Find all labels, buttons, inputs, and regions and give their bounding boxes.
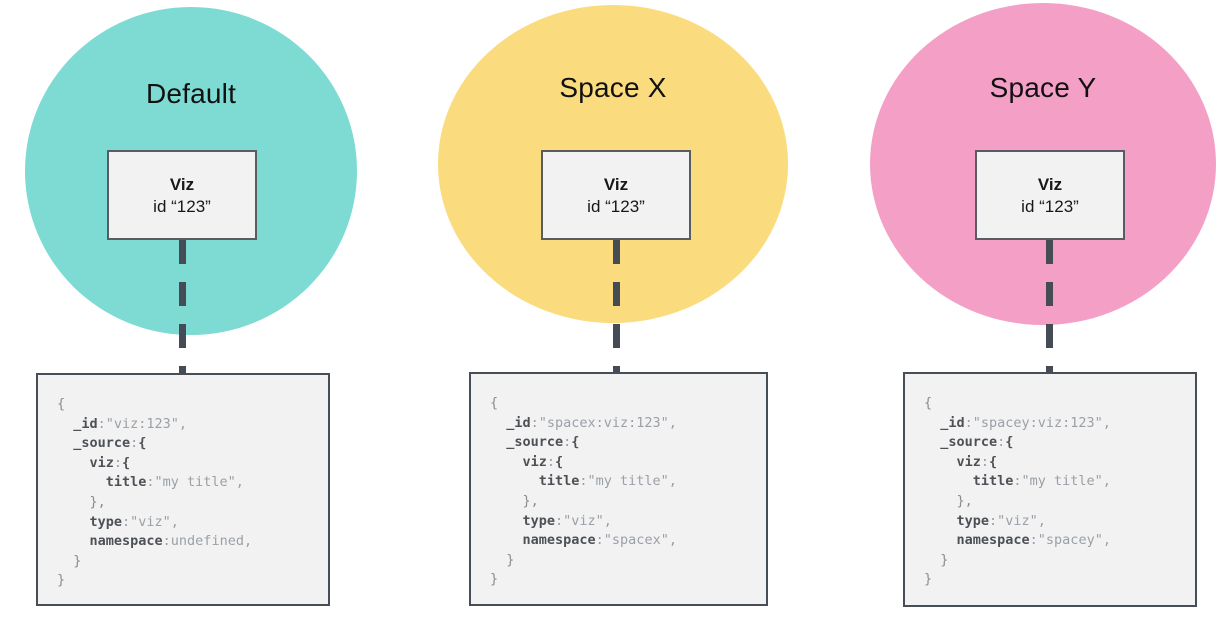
- code-line: viz:{: [57, 454, 131, 471]
- saved-object-code-box: { _id:"viz:123", _source:{ viz:{ title:"…: [36, 373, 330, 606]
- dashed-connector: [179, 240, 186, 373]
- code-line: }: [57, 552, 82, 569]
- viz-node-title: Viz: [1037, 174, 1063, 194]
- code-line: namespace:"spacey",: [924, 532, 1111, 549]
- code-line: }: [924, 551, 949, 568]
- space-title: Space Y: [989, 72, 1097, 103]
- code-line: _id:"spacex:viz:123",: [490, 414, 677, 431]
- code-line: title:"my title",: [490, 473, 677, 490]
- viz-node-id: id “123”: [1021, 196, 1079, 216]
- code-line: _source:{: [490, 434, 580, 451]
- viz-node-title: Viz: [603, 174, 629, 194]
- code-line: },: [924, 492, 973, 509]
- code-line: viz:{: [924, 453, 998, 470]
- viz-node-title: Viz: [169, 174, 195, 194]
- code-line: title:"my title",: [924, 473, 1111, 490]
- saved-object-code-box: { _id:"spacex:viz:123", _source:{ viz:{ …: [469, 372, 768, 606]
- code-line: _id:"spacey:viz:123",: [924, 414, 1111, 431]
- code-line: {: [490, 395, 499, 411]
- viz-node: Viz id “123”: [541, 150, 691, 240]
- code-line: _source:{: [57, 435, 147, 452]
- code-line: title:"my title",: [57, 474, 244, 491]
- viz-node: Viz id “123”: [107, 150, 257, 240]
- code-line: type:"viz",: [924, 512, 1046, 529]
- code-line: }: [57, 572, 66, 589]
- dashed-connector: [613, 240, 620, 372]
- code-line: type:"viz",: [490, 512, 612, 529]
- space-title: Space X: [559, 72, 667, 103]
- code-line: _source:{: [924, 434, 1014, 451]
- viz-node-id: id “123”: [153, 196, 211, 216]
- code-line: viz:{: [490, 453, 564, 470]
- saved-object-code-box: { _id:"spacey:viz:123", _source:{ viz:{ …: [903, 372, 1197, 607]
- code-line: _id:"viz:123",: [57, 415, 188, 432]
- code-line: type:"viz",: [57, 513, 179, 530]
- space-title: Default: [145, 78, 237, 109]
- code-line: {: [57, 396, 66, 412]
- code-line: namespace:undefined,: [57, 533, 253, 550]
- code-line: namespace:"spacex",: [490, 532, 677, 549]
- viz-node: Viz id “123”: [975, 150, 1125, 240]
- code-line: }: [490, 551, 515, 568]
- viz-node-id: id “123”: [587, 196, 645, 216]
- code-line: {: [924, 395, 933, 411]
- code-line: },: [57, 493, 106, 510]
- code-line: }: [490, 571, 499, 588]
- code-line: }: [924, 571, 933, 588]
- code-line: },: [490, 492, 539, 509]
- dashed-connector: [1046, 240, 1053, 372]
